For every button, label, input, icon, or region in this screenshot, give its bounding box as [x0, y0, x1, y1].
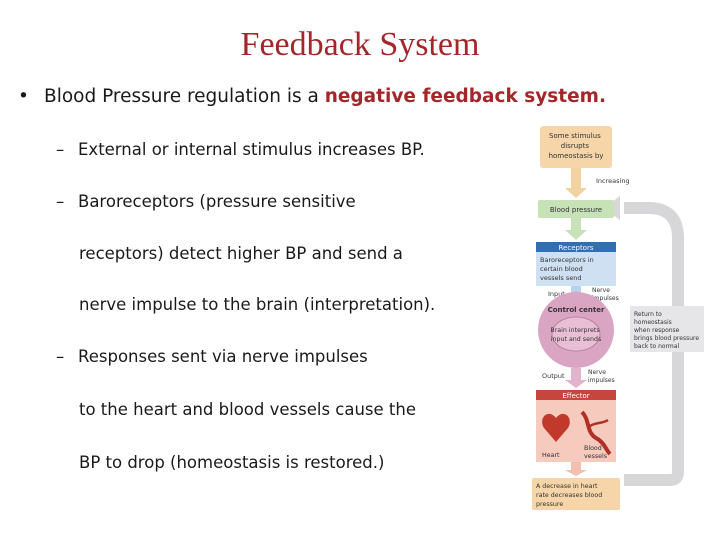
heart-label: Heart	[542, 452, 560, 459]
decrease-line-1: A decrease in heart	[536, 483, 598, 490]
sub-bullet-2: –Baroreceptors (pressure sensitive	[56, 192, 356, 211]
stimulus-box	[540, 126, 612, 168]
effector-header-label: Effector	[562, 392, 589, 400]
blood-vessels-line-2: vessels	[584, 453, 607, 460]
sub-bullet-3-line-3: BP to drop (homeostasis is restored.)	[79, 453, 385, 472]
sub-bullet-text: External or internal stimulus increases …	[78, 140, 425, 159]
svg-text:Brain interprets input and: Brain interprets input and sends	[550, 327, 601, 343]
nerve-impulses-2-line-2: impulses	[588, 377, 615, 384]
receptors-body	[536, 252, 616, 286]
svg-text:Blood vessels: Blood vessels	[584, 445, 607, 460]
control-center-label: Control center	[548, 306, 605, 314]
nerve-impulses-2-line-1: Nerve	[588, 369, 606, 376]
svg-text:Baroreceptors in certain b: Baroreceptors in certain blood vessels s…	[540, 256, 596, 282]
heart-shape	[542, 413, 570, 442]
return-line-5: back to normal	[634, 343, 679, 350]
input-label: Input	[548, 290, 565, 298]
svg-text:Some stimulus disrupts: Some stimulus disrupts homeostasis by	[549, 132, 604, 160]
dash-marker: –	[56, 347, 65, 366]
brain-shape	[551, 316, 601, 352]
flow-arrow	[571, 462, 581, 472]
blood-vessels-line-1: Blood	[584, 445, 602, 452]
effector-header	[536, 390, 616, 400]
sub-bullet-1: –External or internal stimulus increases…	[56, 140, 425, 159]
return-loop-arrow	[624, 202, 684, 486]
svg-text:Nerve impulses: Nerve impulses	[592, 287, 619, 302]
receptors-line-1: Baroreceptors in	[540, 256, 594, 264]
main-bullet: • Blood Pressure regulation is a negative…	[18, 86, 606, 107]
sub-bullet-2-line-2: receptors) detect higher BP and send a	[79, 244, 403, 263]
dash-marker: –	[56, 140, 65, 159]
receptors-line-3: vessels send	[540, 274, 582, 282]
main-bullet-text: Blood Pressure regulation is a	[44, 86, 325, 107]
increasing-label: Increasing	[596, 177, 630, 185]
sub-bullet-text: Responses sent via nerve impulses	[78, 347, 368, 366]
flow-arrow	[571, 218, 581, 232]
output-label: Output	[542, 372, 565, 380]
sub-bullet-3: –Responses sent via nerve impulses	[56, 347, 368, 366]
flow-arrowhead	[565, 230, 587, 240]
return-label-box	[630, 306, 704, 352]
receptors-header-label: Receptors	[558, 244, 593, 252]
bullet-dot: •	[18, 86, 29, 107]
feedback-diagram: Some stimulus disrupts homeostasis by In…	[532, 126, 704, 510]
nerve-impulses-1-line-1: Nerve	[592, 287, 610, 294]
sub-bullet-text: Baroreceptors (pressure sensitive	[78, 192, 356, 211]
brain-line-2: input and sends	[551, 336, 601, 343]
decrease-line-3: pressure	[536, 501, 563, 508]
sub-bullet-2-line-3: nerve impulse to the brain (interpretati…	[79, 295, 436, 314]
return-line-2: homeostasis	[634, 319, 672, 326]
slide-title: Feedback System	[240, 26, 480, 63]
receptors-line-2: certain blood	[540, 265, 583, 273]
stimulus-line-3: homeostasis by	[549, 152, 604, 160]
return-line-1: Return to	[634, 311, 662, 318]
brain-line-1: Brain interprets	[550, 327, 599, 334]
stimulus-line-2: disrupts	[561, 142, 590, 150]
flow-arrow	[571, 168, 581, 190]
flow-arrow	[571, 368, 581, 382]
svg-text:A decrease in heart rate d: A decrease in heart rate decreases blood…	[536, 483, 604, 508]
flow-arrowhead	[565, 380, 587, 388]
decrease-line-2: rate decreases blood	[536, 492, 602, 499]
blood-pressure-label: Blood pressure	[550, 206, 602, 214]
nerve-impulses-1-line-2: impulses	[592, 295, 619, 302]
dash-marker: –	[56, 192, 65, 211]
decrease-box	[532, 478, 620, 510]
return-line-3: when response	[634, 327, 680, 334]
svg-text:Return to homeostasis: Return to homeostasis when response brin…	[634, 311, 701, 350]
main-bullet-emphasis: negative feedback system.	[324, 86, 606, 107]
stimulus-line-1: Some stimulus	[549, 132, 601, 140]
blood-vessel-shape	[580, 410, 612, 456]
return-line-4: brings blood pressure	[634, 335, 699, 342]
flow-arrowhead	[565, 470, 587, 476]
blood-pressure-box	[538, 200, 614, 218]
blood-vessel-branch	[589, 418, 609, 428]
receptors-header	[536, 242, 616, 252]
sub-bullet-3-line-2: to the heart and blood vessels cause the	[79, 400, 417, 419]
svg-text:Nerve impulses: Nerve impulses	[588, 369, 615, 384]
flow-arrowhead	[565, 188, 587, 198]
